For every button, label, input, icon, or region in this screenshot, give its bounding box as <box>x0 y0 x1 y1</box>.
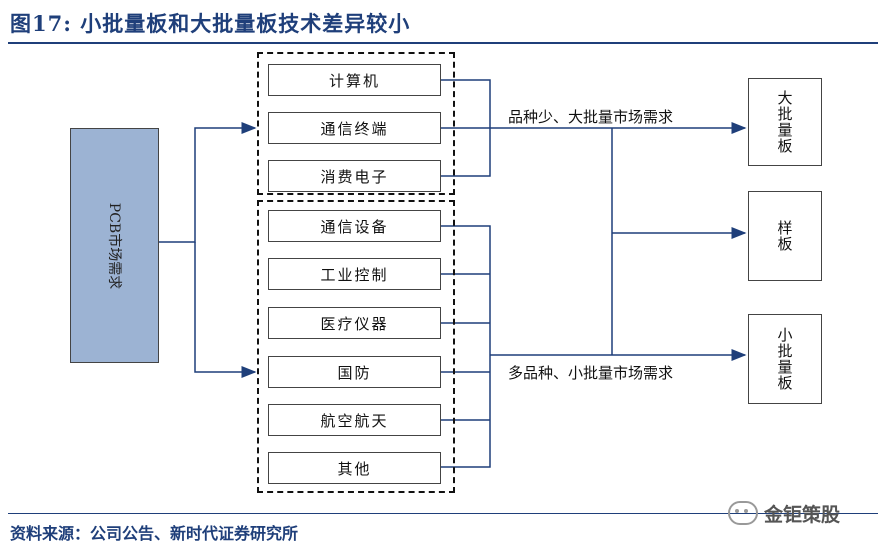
title-rule <box>8 42 878 44</box>
item-industrial-control: 工业控制 <box>268 258 441 290</box>
pcb-demand-node: PCB市场需求 <box>70 128 159 363</box>
top-flow-label: 品种少、大批量市场需求 <box>508 108 674 126</box>
item-comm-terminal: 通信终端 <box>268 112 441 144</box>
item-defense: 国防 <box>268 356 441 388</box>
output-large-batch-label: 大批量板 <box>775 90 794 154</box>
bottom-flow-label: 多品种、小批量市场需求 <box>508 364 674 382</box>
bottom-group-frame <box>257 200 455 493</box>
watermark-text: 金钜策股 <box>764 503 841 526</box>
item-aerospace: 航空航天 <box>268 404 441 436</box>
output-small-batch: 小批量板 <box>748 314 822 404</box>
source-note: 资料来源：公司公告、新时代证券研究所 <box>10 524 299 543</box>
item-other: 其他 <box>268 452 441 484</box>
watermark: 金钜策股 <box>728 498 876 528</box>
output-large-batch: 大批量板 <box>748 78 822 166</box>
wechat-icon <box>728 501 758 525</box>
pcb-branch-line <box>159 122 257 243</box>
output-sample: 样板 <box>748 191 822 281</box>
bottom-collector <box>441 225 491 468</box>
figure-title: 图17: 小批量板和大批量板技术差异较小 <box>10 11 411 36</box>
pcb-demand-label: PCB市场需求 <box>105 202 122 289</box>
item-medical-instruments: 医疗仪器 <box>268 307 441 339</box>
source-rule <box>8 513 878 514</box>
item-comm-equipment: 通信设备 <box>268 210 441 242</box>
top-group-frame <box>257 52 455 195</box>
output-sample-label: 样板 <box>775 220 794 252</box>
output-small-batch-label: 小批量板 <box>775 327 794 391</box>
item-consumer-electronics: 消费电子 <box>268 160 441 192</box>
pcb-branch-line-lower <box>194 242 257 378</box>
item-computer: 计算机 <box>268 64 441 96</box>
